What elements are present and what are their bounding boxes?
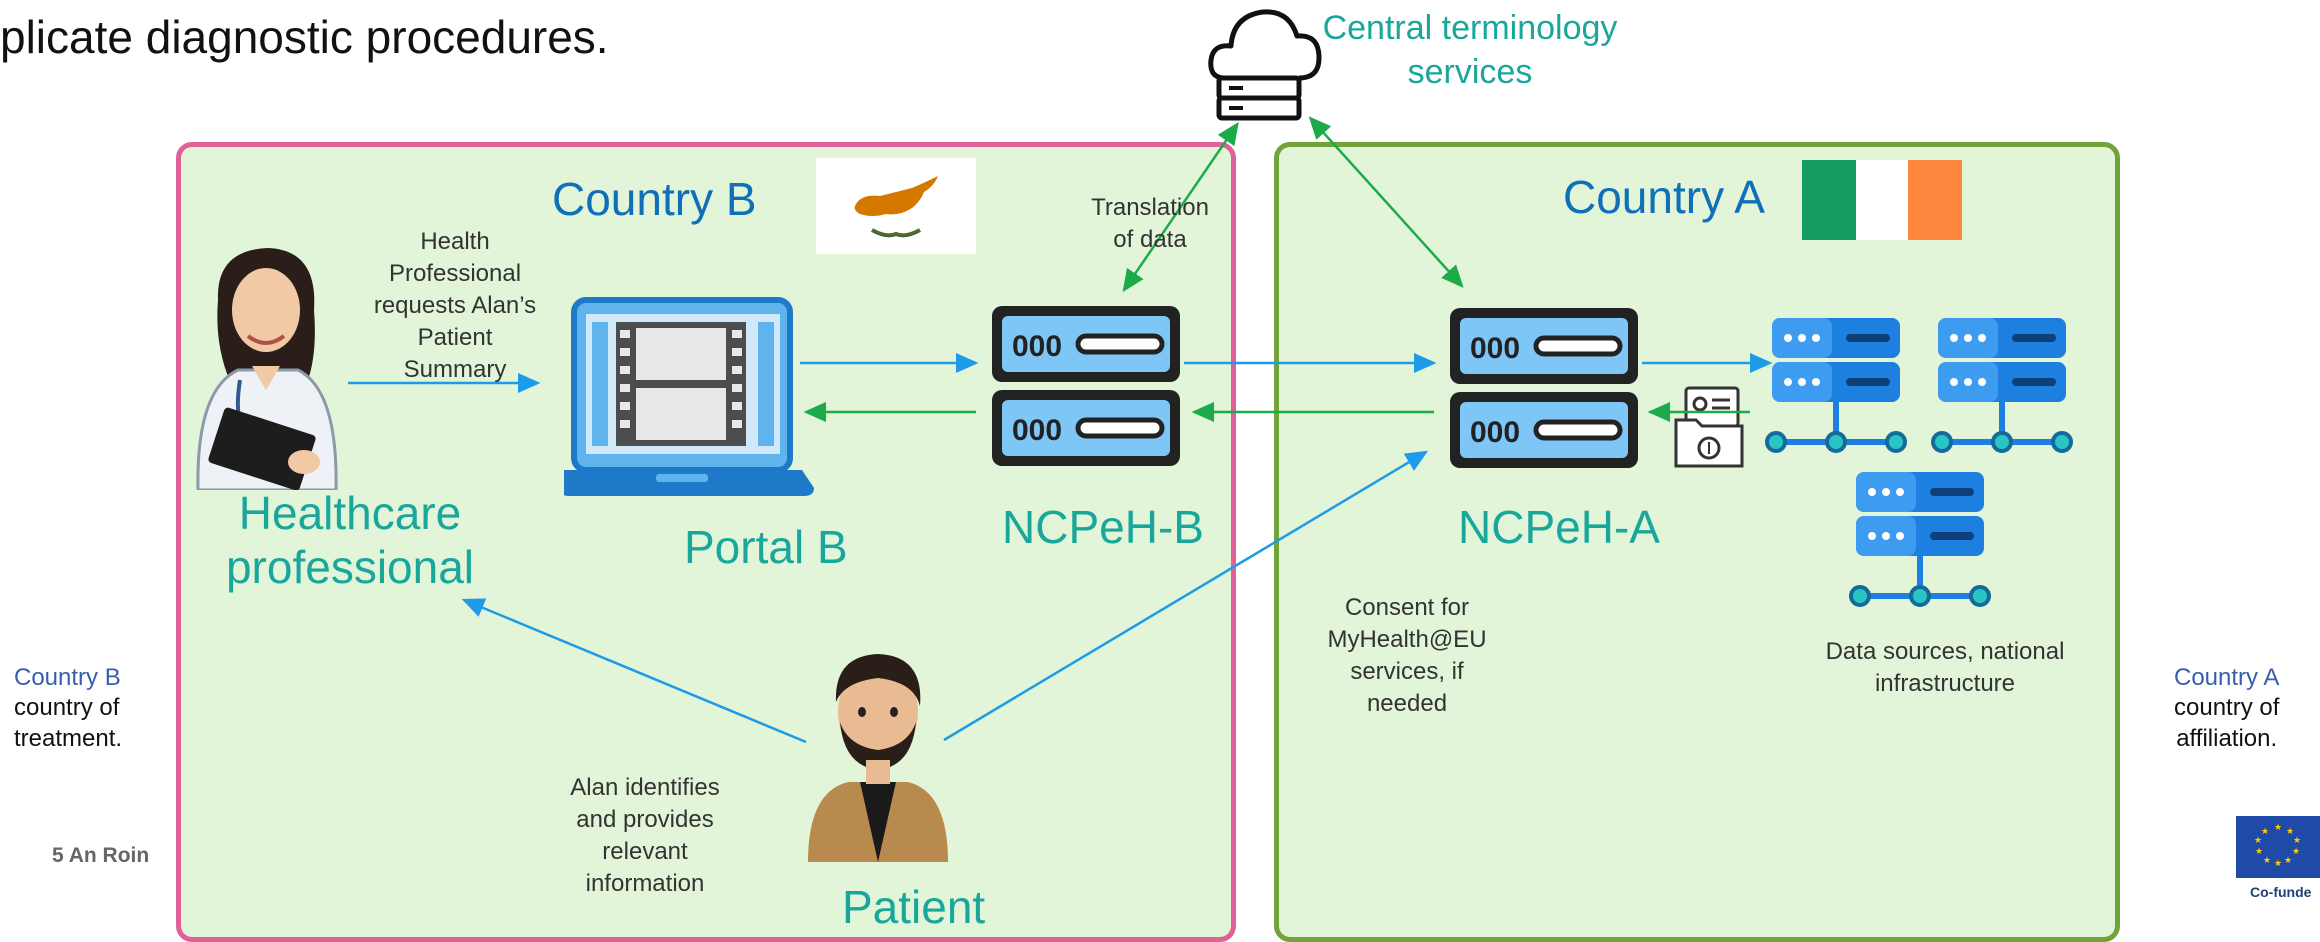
server-icon: 000 000: [1450, 308, 1638, 468]
side-line: treatment.: [14, 725, 123, 752]
consent-line: MyHealth@EU: [1327, 626, 1487, 653]
translation-note: Translation of data: [1070, 192, 1230, 256]
alan-line: information: [585, 870, 705, 897]
patient-avatar-icon: [808, 654, 948, 862]
eu-flag-icon: ★★★ ★★★ ★★★ ★: [2236, 816, 2320, 878]
datasources-line: Data sources, national: [1825, 638, 2065, 665]
svg-text:★: ★: [2254, 836, 2262, 846]
svg-text:★: ★: [2274, 859, 2282, 869]
consent-note: Consent for MyHealth@EU services, if nee…: [1302, 592, 1512, 720]
svg-text:★: ★: [2261, 827, 2269, 837]
cloud-label-line2: services: [1407, 53, 1533, 91]
svg-text:★: ★: [2293, 836, 2301, 846]
ncpeh-a-label: NCPeH-A: [1458, 501, 1660, 553]
request-line: Health: [420, 228, 490, 255]
database-icon: [1931, 318, 2073, 453]
side-line: affiliation.: [2176, 725, 2278, 752]
side-title: Country B: [14, 664, 121, 691]
patient-consent-arrow: [943, 450, 1429, 742]
svg-text:000: 000: [1470, 416, 1520, 449]
svg-text:000: 000: [1470, 332, 1520, 365]
ireland-flag-icon: [1802, 160, 1962, 240]
svg-text:★: ★: [2255, 847, 2263, 857]
translation-line: Translation: [1091, 194, 1209, 221]
translation-arrow: [1122, 121, 1239, 293]
cloud-label-line1: Central terminology: [1322, 9, 1618, 47]
side-line: country of: [14, 694, 120, 721]
country-b-side-note: Country B country of treatment.: [14, 664, 122, 754]
country-a-title: Country A: [1563, 171, 1765, 223]
terminology-arrow: [1308, 116, 1464, 288]
consent-line: Consent for: [1344, 594, 1470, 621]
svg-text:★: ★: [2286, 827, 2294, 837]
eu-cofunded-text: Co-funde: [2250, 884, 2312, 900]
alan-line: relevant: [602, 838, 688, 865]
svg-text:000: 000: [1012, 330, 1062, 363]
id-folder-icon: [1674, 386, 1744, 468]
alan-line: Alan identifies: [570, 774, 720, 801]
svg-text:★: ★: [2274, 823, 2282, 833]
central-terminology-label: Central terminology services: [1305, 6, 1635, 94]
svg-text:000: 000: [1012, 414, 1062, 447]
doctor-icon: [196, 248, 338, 490]
consent-line: needed: [1366, 690, 1448, 717]
server-icon: 000 000: [992, 306, 1180, 466]
datasources-line: infrastructure: [1874, 670, 2016, 697]
hcp-label-line: professional: [225, 541, 475, 593]
portal-b-label: Portal B: [684, 521, 848, 573]
request-line: Patient: [417, 324, 493, 351]
request-line: requests Alan’s: [373, 292, 537, 319]
side-line: country of: [2174, 694, 2280, 721]
cloud-server-icon: [1208, 9, 1322, 121]
laptop-video-icon: [564, 297, 814, 496]
alan-note: Alan identifies and provides relevant in…: [530, 772, 760, 900]
database-icon: [1765, 318, 1907, 453]
page-footer-text: 5 An Roin: [52, 844, 150, 867]
translation-line: of data: [1113, 226, 1187, 253]
country-b-title: Country B: [552, 173, 757, 225]
ncpeh-b-label: NCPeH-B: [1002, 501, 1204, 553]
patient-to-hcp-arrow: [461, 598, 807, 744]
request-line: Professional: [388, 260, 522, 287]
hcp-label-line: Healthcare: [238, 487, 462, 539]
svg-text:★: ★: [2292, 847, 2300, 857]
request-line: Summary: [403, 356, 507, 383]
database-icon: [1849, 472, 1991, 607]
side-title: Country A: [2174, 664, 2280, 691]
svg-text:★: ★: [2284, 856, 2292, 866]
hcp-label: Healthcare professional: [180, 486, 520, 594]
consent-line: services, if: [1350, 658, 1464, 685]
svg-text:★: ★: [2263, 856, 2271, 866]
country-b-panel: [176, 142, 1236, 942]
patient-label: Patient: [842, 881, 986, 933]
cyprus-flag-icon: [816, 158, 976, 254]
request-note: Health Professional requests Alan’s Pati…: [342, 226, 568, 386]
datasources-note: Data sources, national infrastructure: [1790, 636, 2100, 700]
page-heading: plicate diagnostic procedures.: [0, 11, 609, 63]
country-a-side-note: Country A country of affiliation.: [2174, 664, 2279, 754]
alan-line: and provides: [576, 806, 714, 833]
